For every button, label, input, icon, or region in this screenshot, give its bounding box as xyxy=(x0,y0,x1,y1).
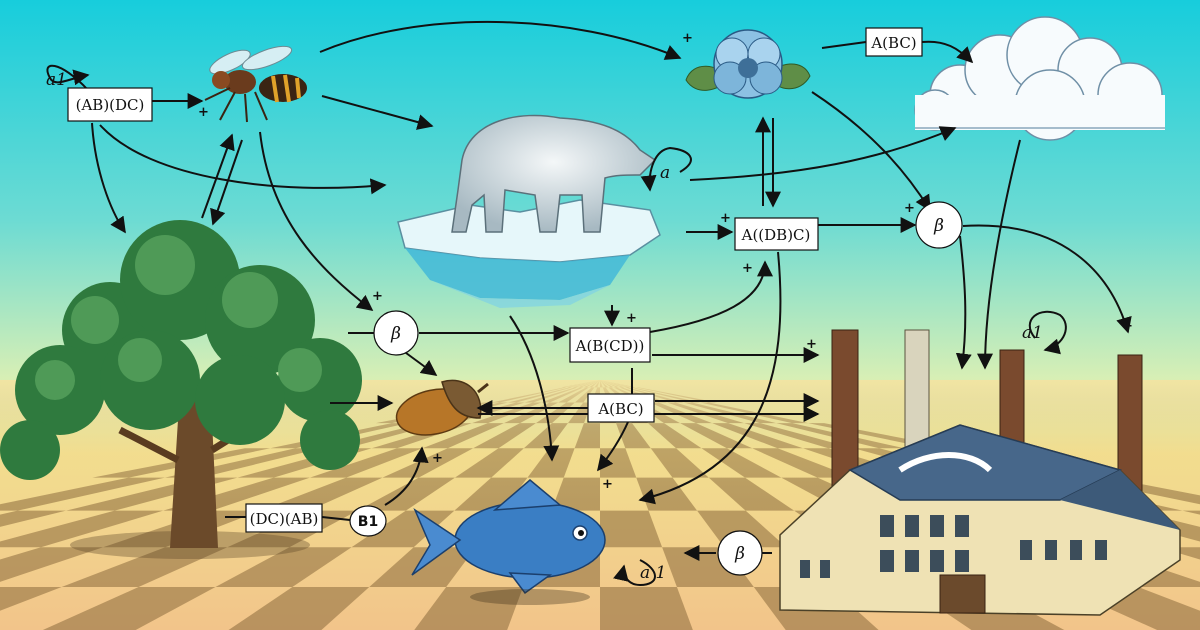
node-a-bc-top-label: A(BC) xyxy=(870,34,916,52)
plus-sign: + xyxy=(904,201,915,216)
plus-signs: + + + + + + + + + + + xyxy=(198,31,1133,492)
plus-sign: + xyxy=(682,31,693,46)
floor-tile xyxy=(228,587,370,630)
node-beta-bottom-label: β xyxy=(734,544,745,564)
node-a-bc-mid: A(BC) xyxy=(587,393,655,423)
node-beta-left-label: β xyxy=(390,324,401,344)
floor-tile xyxy=(697,510,787,548)
plus-sign: + xyxy=(806,337,817,352)
plus-sign: + xyxy=(720,211,731,226)
floor-tile xyxy=(0,510,164,548)
loop-label-a1-factory: a1 xyxy=(1022,323,1043,343)
cloud-icon xyxy=(914,16,1165,141)
acorn-icon xyxy=(395,379,489,436)
factory-icon xyxy=(779,329,1181,616)
node-beta-right: β xyxy=(915,201,963,249)
plus-sign: + xyxy=(742,261,753,276)
node-a-b-cd-label: A(B(CD)) xyxy=(575,337,645,355)
floor-tile xyxy=(0,587,62,611)
plus-sign: + xyxy=(432,451,443,466)
loop-label-a1-topleft: a1 xyxy=(46,70,67,90)
node-a-db-c: A((DB)C) xyxy=(734,217,819,251)
floor-tile xyxy=(215,547,352,588)
node-beta-right-label: β xyxy=(933,216,944,236)
floor-tile xyxy=(600,510,663,548)
floor-tile xyxy=(42,587,216,630)
plus-sign: + xyxy=(626,311,637,326)
floor-tile xyxy=(0,510,67,527)
node-ab-dc-label: (AB)(DC) xyxy=(76,96,145,114)
node-beta-bottom: β xyxy=(717,530,763,576)
floor-tile xyxy=(61,547,228,588)
fish-icon xyxy=(411,479,606,605)
floor-tile xyxy=(1182,510,1200,515)
node-a-bc-mid-label: A(BC) xyxy=(597,400,643,418)
node-beta-left: β xyxy=(373,310,419,356)
polar-bear-icon xyxy=(397,114,661,308)
plus-sign: + xyxy=(1122,319,1133,334)
loop-label-a1-fish: a 1 xyxy=(640,563,666,583)
hornet-icon xyxy=(204,45,307,123)
node-a-b-cd: A(B(CD)) xyxy=(569,327,651,363)
floor-tile xyxy=(0,547,104,582)
node-a-db-c-label: A((DB)C) xyxy=(741,226,811,244)
edges xyxy=(46,21,1132,587)
node-dc-ab-label: (DC)(AB) xyxy=(250,510,319,528)
plus-sign: + xyxy=(602,477,613,492)
plus-sign: + xyxy=(198,105,209,120)
node-dc-ab: (DC)(AB) xyxy=(245,503,323,533)
floor-tile xyxy=(600,587,693,630)
node-b1-label: B1 xyxy=(358,514,378,530)
node-b1: B1 xyxy=(349,505,387,537)
node-ab-dc: (AB)(DC) xyxy=(67,87,153,122)
plus-sign: + xyxy=(372,289,383,304)
floor-tile xyxy=(414,587,524,630)
node-a-bc-top: A(BC) xyxy=(865,27,923,57)
oak-tree-icon xyxy=(0,220,362,559)
loop-label-a-bear: a xyxy=(660,163,670,183)
flower-icon xyxy=(685,29,811,99)
